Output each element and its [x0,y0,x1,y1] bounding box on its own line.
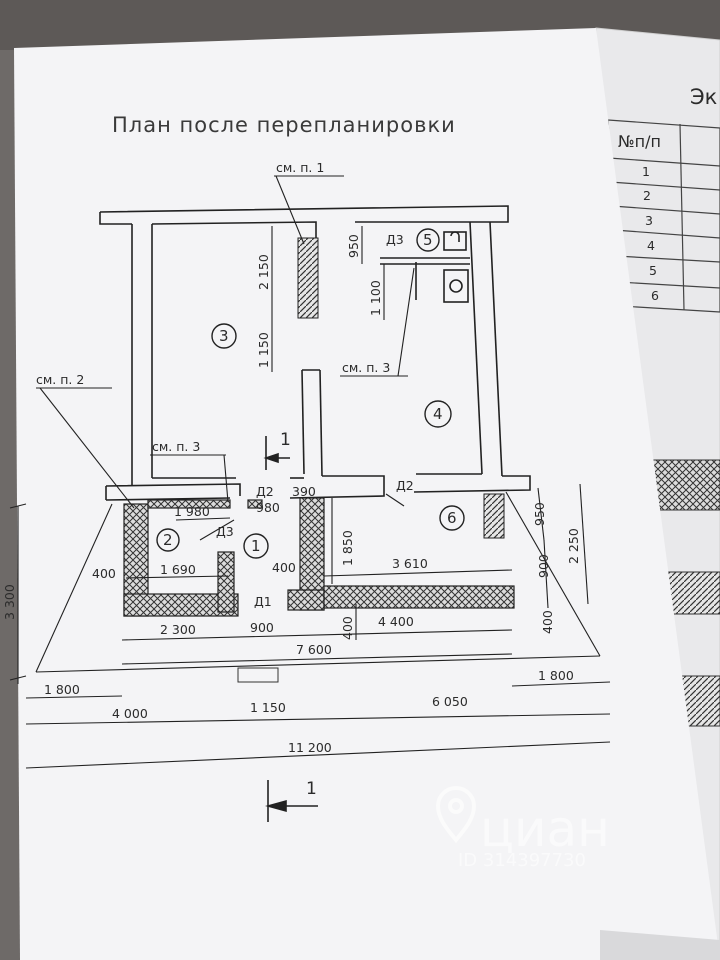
note-label: см. п. 3 [152,439,200,454]
room-number: 1 [251,537,261,555]
room-number: 3 [219,327,229,345]
dimension-label: 2 150 [256,254,271,290]
dimension-label: 1 800 [538,668,574,683]
dimension-label: 7 600 [296,642,332,657]
watermark-id: ID 314397730 [458,850,586,871]
dimension-label: 3 610 [392,556,428,571]
plumbing-fixtures [443,231,469,303]
dimension-label: 11 200 [288,740,332,755]
location-pin-icon [435,786,477,844]
door-label: Д1 [254,594,272,609]
dimension-label: 2 250 [566,528,581,564]
dimension-label: 4 400 [378,614,414,629]
dimension-label: 1 150 [256,332,271,368]
side-table-header: №п/п [618,132,661,151]
dimension-label: 1 100 [368,280,383,316]
dimension-label: 400 [272,560,296,575]
dimension-label: 400 [340,616,355,640]
dimension-label: 950 [346,234,361,258]
side-table-row: 5 [649,263,657,278]
door-label: Д3 [386,232,404,247]
dimension-label: 980 [256,500,280,515]
window-marker [237,667,279,683]
side-table-row: 1 [642,164,650,179]
door-label: Д2 [396,478,414,493]
section-marker-top [263,436,290,470]
dimension-label: 3 300 [2,584,17,620]
section-marker-bottom [265,780,318,822]
partition-hatch-1 [297,237,319,319]
legend-swatch-crosshatch [647,459,720,511]
dimension-lines [9,226,611,769]
side-table-row: 2 [643,188,651,203]
door-label: Д3 [216,524,234,539]
room-markers [156,228,465,559]
dimension-label: 2 300 [160,622,196,637]
section-number: 1 [280,430,291,450]
dimension-label: 1 850 [340,530,355,566]
room-number: 4 [433,405,443,423]
door-label: Д2 [256,484,274,499]
note-label: см. п. 3 [342,360,390,375]
side-table-row: 4 [647,238,655,253]
walls [99,205,531,501]
partition-hatch-2 [483,493,505,539]
sheet-edge [600,930,720,960]
side-heading: Эк [690,85,717,109]
annotation-leaders [35,175,601,673]
dimension-label: 1 980 [174,504,210,519]
note-label: см. п. 1 [276,160,324,175]
room-number: 5 [423,231,433,249]
dimension-label: 1 150 [250,700,286,715]
dimension-label: 1 800 [44,682,80,697]
page-title: План после перепланировки [112,113,456,137]
side-table-row: 6 [651,288,659,303]
dimension-label: 390 [292,484,316,499]
room-number: 6 [447,509,457,527]
dimension-label: 950 [532,502,547,526]
section-number: 1 [306,779,317,799]
room-number: 2 [163,531,173,549]
main-sheet [14,28,720,960]
dimension-label: 900 [536,554,551,578]
new-walls [123,497,515,617]
dimension-label: 4 000 [112,706,148,721]
dimension-label: 400 [540,610,555,634]
dimension-label: 1 690 [160,562,196,577]
dimension-label: 6 050 [432,694,468,709]
side-table-row: 3 [645,213,653,228]
watermark-brand: циан [480,800,610,858]
dimension-label: 400 [92,566,116,581]
note-label: см. п. 2 [36,372,84,387]
cian-watermark: циан ID 314397730 [435,786,610,871]
dimension-label: 900 [250,620,274,635]
